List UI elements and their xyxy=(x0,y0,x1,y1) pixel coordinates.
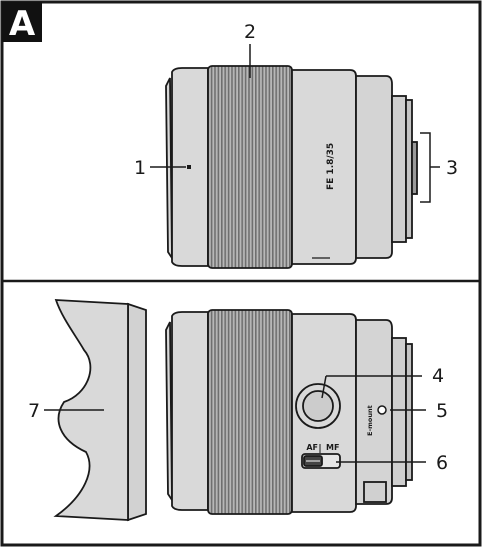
panel-label-box xyxy=(2,2,42,42)
callout-1: 1 xyxy=(134,157,146,179)
focus-ring-top xyxy=(207,65,293,269)
mount-marking: E-mount xyxy=(366,405,374,436)
panel-label: A xyxy=(9,4,36,44)
index-mark xyxy=(187,165,191,169)
callout-5: 5 xyxy=(436,400,448,422)
callout-7: 7 xyxy=(28,400,40,422)
callout-3-bracket xyxy=(420,132,431,203)
focus-ring-bottom xyxy=(207,309,293,515)
switch-label-mf: MF xyxy=(326,443,339,452)
callout-2: 2 xyxy=(244,21,256,43)
callout-4: 4 xyxy=(432,365,444,387)
callout-3: 3 xyxy=(446,157,458,179)
switch-label-af: AF xyxy=(306,443,318,452)
lens-bottom-view xyxy=(165,309,413,515)
mount-index-mark xyxy=(377,405,387,415)
callout-6: 6 xyxy=(436,452,448,474)
lens-barrel-top xyxy=(291,69,357,265)
lens-model-marking: FE 1.8/35 xyxy=(326,143,336,190)
lens-top-view xyxy=(165,65,418,269)
